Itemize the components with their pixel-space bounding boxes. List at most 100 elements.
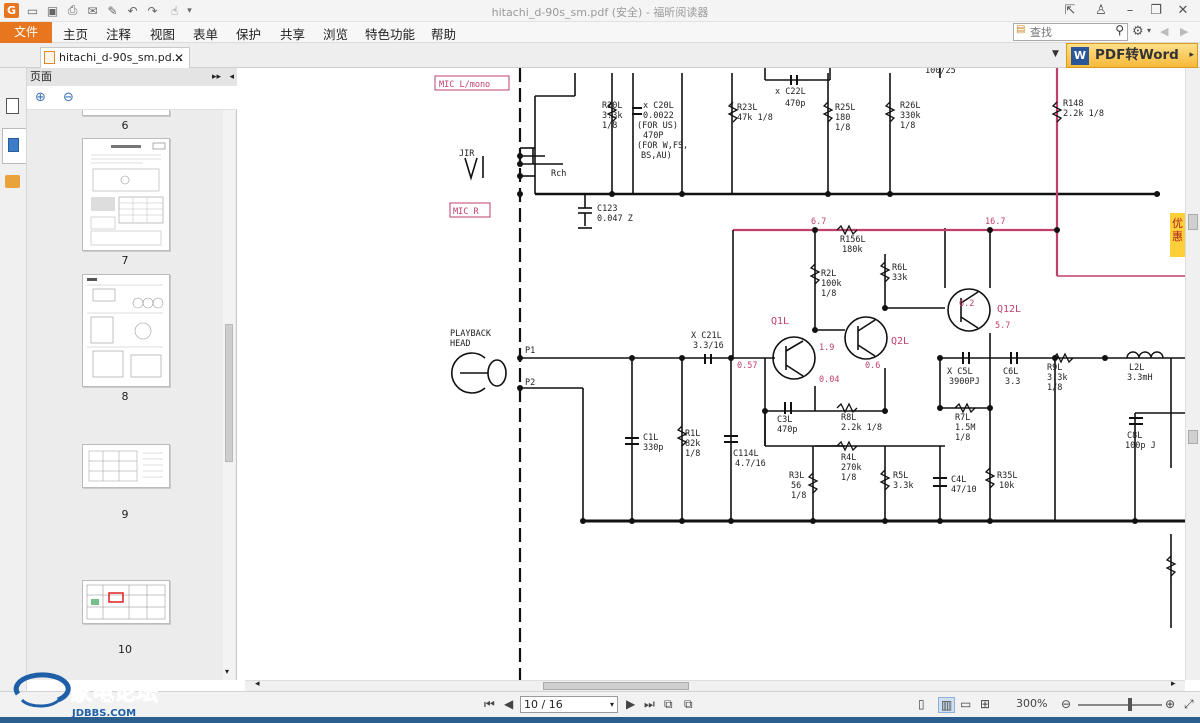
page-10-preview: [86, 584, 166, 620]
shirt-skin-icon[interactable]: ♙: [1095, 2, 1107, 18]
panel-expand-icon[interactable]: ▸▸: [211, 72, 221, 82]
undo-icon[interactable]: ↶: [127, 3, 138, 18]
menu-view[interactable]: 视图: [150, 27, 176, 42]
pages-panel: 页面 ▸▸ ◂ ⊕ ⊖ 6 7: [27, 68, 237, 680]
menu-browse[interactable]: 浏览: [323, 27, 349, 42]
previous-view-icon[interactable]: ⧉: [664, 697, 673, 711]
tab-list-dropdown-icon[interactable]: ▼: [1052, 49, 1059, 59]
comments-icon[interactable]: [5, 175, 20, 188]
menu-features[interactable]: 特色功能: [365, 27, 416, 42]
menu-file[interactable]: 文件: [0, 22, 52, 43]
zoom-out-icon[interactable]: ⊖: [1061, 697, 1072, 711]
page-thumbnail-8[interactable]: [82, 274, 170, 387]
print-icon[interactable]: ⎙: [67, 3, 78, 17]
next-view-icon[interactable]: ⧉: [684, 697, 693, 711]
page-thumbnail-6[interactable]: [82, 110, 170, 116]
label-c6l: C6L: [1003, 367, 1018, 377]
continuous-view-icon[interactable]: ▥: [938, 697, 956, 713]
page-indicator: 10 / 16: [524, 698, 563, 711]
label-q12l: Q12L: [997, 304, 1021, 315]
last-page-icon[interactable]: ⏭: [644, 697, 655, 711]
next-page-icon[interactable]: ▶: [626, 697, 636, 711]
label-c21l-value: 3.3/16: [693, 341, 724, 351]
close-icon[interactable]: ✕: [1177, 2, 1189, 18]
document-vertical-scrollbar[interactable]: [1185, 68, 1200, 680]
label-c8l: C8L: [1127, 431, 1142, 441]
pages-panel-tab[interactable]: [2, 128, 26, 164]
label-c3l: C3L: [777, 415, 792, 425]
continuous-facing-view-icon[interactable]: ⊞: [980, 697, 991, 711]
forum-logo-icon: 家电论坛 JDBBS.COM: [13, 672, 159, 719]
save-icon[interactable]: ▣: [46, 3, 59, 18]
page-thumbnail-7[interactable]: [82, 138, 170, 251]
previous-page-icon[interactable]: ◀: [504, 697, 514, 711]
menu-protect[interactable]: 保护: [236, 27, 262, 42]
create-pdf-icon[interactable]: ✎: [107, 3, 118, 18]
redo-icon[interactable]: ↷: [147, 3, 158, 18]
pages-panel-scrollbar[interactable]: ▾: [223, 110, 235, 680]
nav-forward-icon[interactable]: ▶: [1180, 25, 1189, 38]
page-number-input[interactable]: 10 / 16 ▾: [520, 696, 618, 713]
zoom-out-thumbnail-icon[interactable]: ⊖: [63, 90, 74, 105]
page-dropdown-icon[interactable]: ▾: [609, 700, 614, 709]
search-input[interactable]: [1014, 24, 1104, 40]
label-r3l: R3L: [789, 471, 804, 481]
document-vscroll-thumb[interactable]: [1188, 214, 1198, 230]
label-r5l: R5L: [893, 471, 908, 481]
pdf-to-word-button[interactable]: W PDF转Word ▸: [1066, 43, 1198, 68]
document-view[interactable]: MIC L/mono MIC R JIR Rch PLAYBACK HEAD P…: [245, 68, 1185, 680]
menu-form[interactable]: 表单: [193, 27, 219, 42]
zoom-slider-thumb[interactable]: [1128, 698, 1132, 711]
menu-bar: 文件 主页 注释 视图 表单 保护 共享 浏览 特色功能 帮助 ▤ ⚲ ⚙ ▾ …: [0, 22, 1200, 43]
page-number-7: 7: [121, 254, 129, 267]
search-box[interactable]: ▤ ⚲: [1013, 23, 1128, 41]
document-horizontal-scrollbar[interactable]: ◂ ▸: [245, 679, 1185, 691]
pages-panel-scroll-thumb[interactable]: [225, 324, 233, 462]
settings-dropdown-icon[interactable]: ▾: [1147, 26, 1152, 35]
menu-share[interactable]: 共享: [280, 27, 306, 42]
document-vscroll-marker[interactable]: [1188, 430, 1198, 444]
minimize-icon[interactable]: –: [1126, 2, 1134, 18]
page-number-9: 9: [121, 508, 129, 521]
label-v167: 16.7: [985, 217, 1005, 227]
maximize-icon[interactable]: ❐: [1150, 2, 1162, 18]
label-v057: 0.57: [737, 361, 757, 371]
menu-home[interactable]: 主页: [63, 27, 89, 42]
document-tab[interactable]: hitachi_d-90s_sm.pd... ✕: [40, 47, 190, 68]
email-icon[interactable]: ✉: [87, 3, 98, 18]
promo-side-tag[interactable]: 优惠: [1170, 213, 1185, 257]
zoom-level[interactable]: 300%: [1016, 697, 1048, 710]
label-c4l-value: 47/10: [951, 485, 977, 495]
document-tab-label: hitachi_d-90s_sm.pd...: [59, 51, 183, 64]
page-thumbnail-9[interactable]: [82, 444, 170, 488]
menu-help[interactable]: 帮助: [431, 27, 457, 42]
zoom-slider-track[interactable]: [1078, 704, 1162, 706]
single-page-view-icon[interactable]: ▯: [918, 697, 925, 711]
hscroll-right-icon[interactable]: ▸: [1171, 679, 1176, 689]
nav-back-icon[interactable]: ◀: [1160, 25, 1169, 38]
label-playback: PLAYBACK: [450, 329, 492, 339]
open-folder-icon[interactable]: ▭: [26, 3, 39, 18]
zoom-in-thumbnail-icon[interactable]: ⊕: [35, 90, 46, 105]
zoom-in-icon[interactable]: ⊕: [1165, 697, 1176, 711]
search-icon[interactable]: ⚲: [1115, 23, 1124, 37]
panel-collapse-icon[interactable]: ◂: [229, 72, 234, 82]
label-v57: 5.7: [995, 321, 1010, 331]
quick-access-dropdown-icon[interactable]: ▾: [187, 5, 192, 16]
facing-view-icon[interactable]: ▭: [960, 697, 972, 711]
label-c5l-value: 3900PJ: [949, 377, 980, 387]
settings-gear-icon[interactable]: ⚙: [1132, 24, 1144, 39]
page-thumbnail-10[interactable]: [82, 580, 170, 624]
tab-close-icon[interactable]: ✕: [173, 51, 184, 65]
menu-comment[interactable]: 注释: [106, 27, 132, 42]
fullscreen-icon[interactable]: ⤢: [1184, 697, 1194, 711]
hscroll-left-icon[interactable]: ◂: [255, 679, 260, 689]
restore-ribbon-icon[interactable]: ⇱: [1064, 2, 1076, 18]
panel-scroll-down-icon[interactable]: ▾: [225, 667, 230, 676]
app-logo-icon[interactable]: G: [4, 3, 19, 18]
label-c21l: X C21L: [691, 331, 722, 341]
first-page-icon[interactable]: ⏮: [484, 697, 495, 711]
document-hscroll-thumb[interactable]: [543, 682, 689, 690]
bookmarks-icon[interactable]: [6, 98, 19, 114]
hand-tool-icon[interactable]: ☝: [170, 3, 179, 18]
